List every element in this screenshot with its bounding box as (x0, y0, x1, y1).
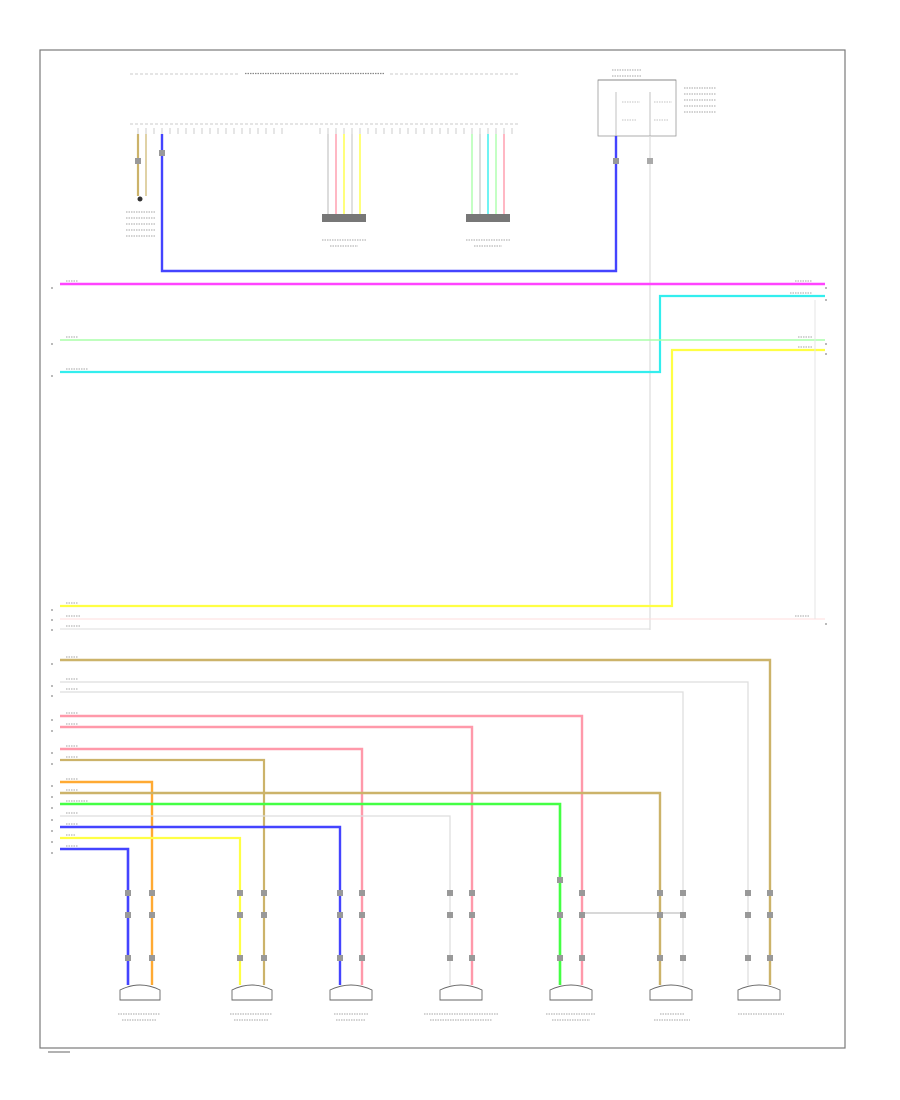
connector-icon (557, 877, 563, 883)
mid-subassembly-2 (466, 134, 510, 247)
connector-icon (579, 890, 585, 896)
wire-tan-3 (60, 791, 662, 985)
speaker-2 (230, 890, 273, 1021)
connector-icon (469, 955, 475, 961)
connector-icon (135, 158, 141, 164)
connector-icon (359, 955, 365, 961)
wire-blue-2 (60, 825, 342, 985)
speaker-icon (439, 984, 483, 1001)
top-right-relay-box (597, 69, 716, 137)
connector-icon (767, 912, 773, 918)
speaker-icon (649, 984, 693, 1001)
connector-icon (469, 890, 475, 896)
wire-white-5 (60, 815, 451, 985)
connector-icon (579, 955, 585, 961)
wire-cyan-right (60, 294, 825, 374)
connector-icon (557, 955, 563, 961)
connector-icon (745, 912, 751, 918)
connector-icon (337, 912, 343, 918)
mid-subassembly-1 (322, 134, 366, 247)
top-left-ground (126, 134, 156, 237)
speaker-6 (649, 890, 693, 1021)
connector-icon (466, 214, 510, 222)
wire-pink-2 (60, 725, 474, 985)
speaker-icon (231, 984, 273, 1001)
left-pin-marks-lower (51, 663, 53, 854)
speaker-3 (329, 890, 373, 1021)
connector-icon (322, 214, 366, 222)
speaker-4 (424, 890, 498, 1021)
connector-icon (237, 890, 243, 896)
speaker-7 (737, 890, 784, 1015)
connector-icon (657, 912, 663, 918)
connector-icon (447, 912, 453, 918)
connector-icon (680, 890, 686, 896)
left-wire-labels-lower (66, 656, 88, 847)
connector-icon (359, 890, 365, 896)
connector-icon (125, 955, 131, 961)
wire-yellow-2 (60, 836, 242, 985)
connector-icon (579, 912, 585, 918)
wire-pink-1 (60, 714, 584, 985)
connector-icon (647, 158, 653, 164)
ground-icon (137, 196, 143, 202)
connector-icon (447, 955, 453, 961)
connector-icon (237, 955, 243, 961)
connector-icon (149, 890, 155, 896)
connector-icon (745, 890, 751, 896)
connector-icon (261, 890, 267, 896)
wire-blue-3 (60, 847, 130, 985)
connector-icon (261, 912, 267, 918)
connector-icon (557, 912, 563, 918)
wire-white-3 (60, 681, 749, 985)
speaker-icon (549, 984, 593, 1001)
connector-icon (237, 912, 243, 918)
connector-icon (613, 158, 619, 164)
connector-icon (657, 955, 663, 961)
speaker-5 (546, 877, 596, 1021)
connector-icon (159, 150, 165, 156)
speaker-icon (119, 984, 161, 1001)
audio-unit-pin-row (137, 128, 513, 134)
connector-icon (149, 955, 155, 961)
connector-icon (149, 912, 155, 918)
connector-icon (767, 955, 773, 961)
connector-icon (447, 890, 453, 896)
wire-tan-2 (60, 758, 266, 985)
wire-pink-3 (60, 747, 364, 985)
connector-icon (657, 890, 663, 896)
connector-icon (337, 890, 343, 896)
connector-icon (261, 955, 267, 961)
connector-icon (125, 890, 131, 896)
connector-icon (359, 912, 365, 918)
connector-icon (680, 912, 686, 918)
connector-icon (767, 890, 773, 896)
connector-icon (337, 955, 343, 961)
left-pin-marks (51, 287, 827, 631)
diagram-border (39, 49, 846, 1049)
speaker-icon (329, 984, 373, 1001)
connector-icon (125, 912, 131, 918)
connector-icon (680, 955, 686, 961)
wire-white-4 (60, 691, 684, 985)
speaker-icon (737, 984, 781, 1001)
connector-icon (745, 955, 751, 961)
wire-green (60, 802, 562, 985)
wire-tan-1 (60, 658, 772, 985)
wire-yellow-right (60, 348, 825, 608)
speaker-1 (118, 890, 161, 1021)
audio-unit-block (130, 70, 520, 134)
connector-icon (469, 912, 475, 918)
wire-orange (60, 780, 154, 985)
wire-blue-top (160, 134, 618, 273)
left-wire-labels-top (66, 280, 812, 627)
